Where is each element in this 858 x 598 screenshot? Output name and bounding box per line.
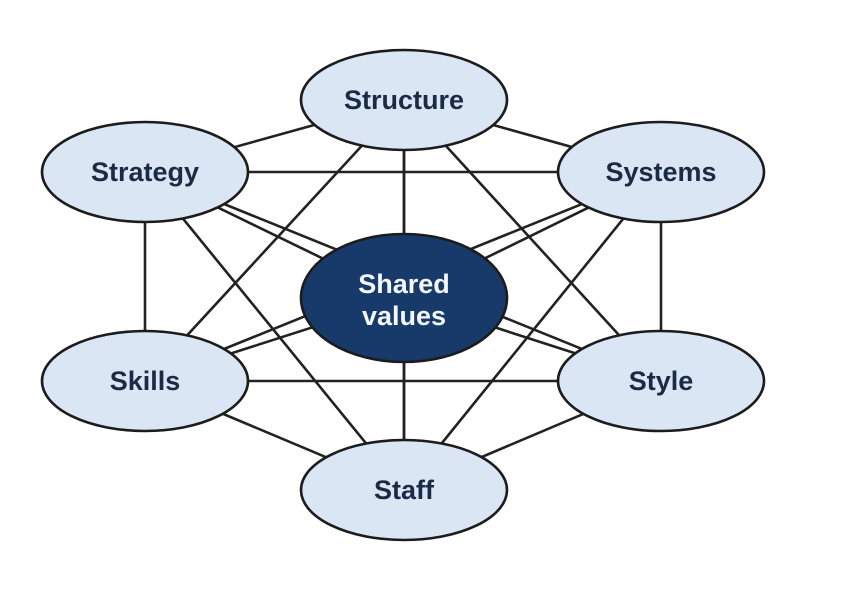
connector-strategy-staff — [143, 171, 406, 491]
node-structure-label: Structure — [344, 85, 464, 115]
node-strategy-shape — [40, 120, 250, 224]
node-staff-shape — [299, 438, 509, 542]
node-structure-shape — [299, 48, 509, 152]
node-shared-values: Shared values — [299, 232, 509, 364]
node-systems-shape — [556, 120, 766, 224]
node-style-shape — [556, 329, 766, 433]
node-skills-label: Skills — [110, 366, 181, 396]
connector-systems-staff — [402, 171, 663, 491]
node-skills: Skills — [40, 329, 250, 433]
node-strategy: Strategy — [40, 120, 250, 224]
node-skills-shape — [40, 329, 250, 433]
node-style: Style — [556, 329, 766, 433]
node-staff: Staff — [299, 438, 509, 542]
node-strategy-label: Strategy — [91, 157, 199, 187]
node-shared-values-shape — [299, 232, 509, 364]
node-shared-values-label-line2: values — [362, 301, 446, 331]
node-staff-label: Staff — [374, 475, 435, 505]
node-systems: Systems — [556, 120, 766, 224]
node-structure: Structure — [299, 48, 509, 152]
node-shared-values-label: Shared — [358, 269, 450, 299]
node-systems-label: Systems — [605, 157, 716, 187]
node-style-label: Style — [629, 366, 694, 396]
